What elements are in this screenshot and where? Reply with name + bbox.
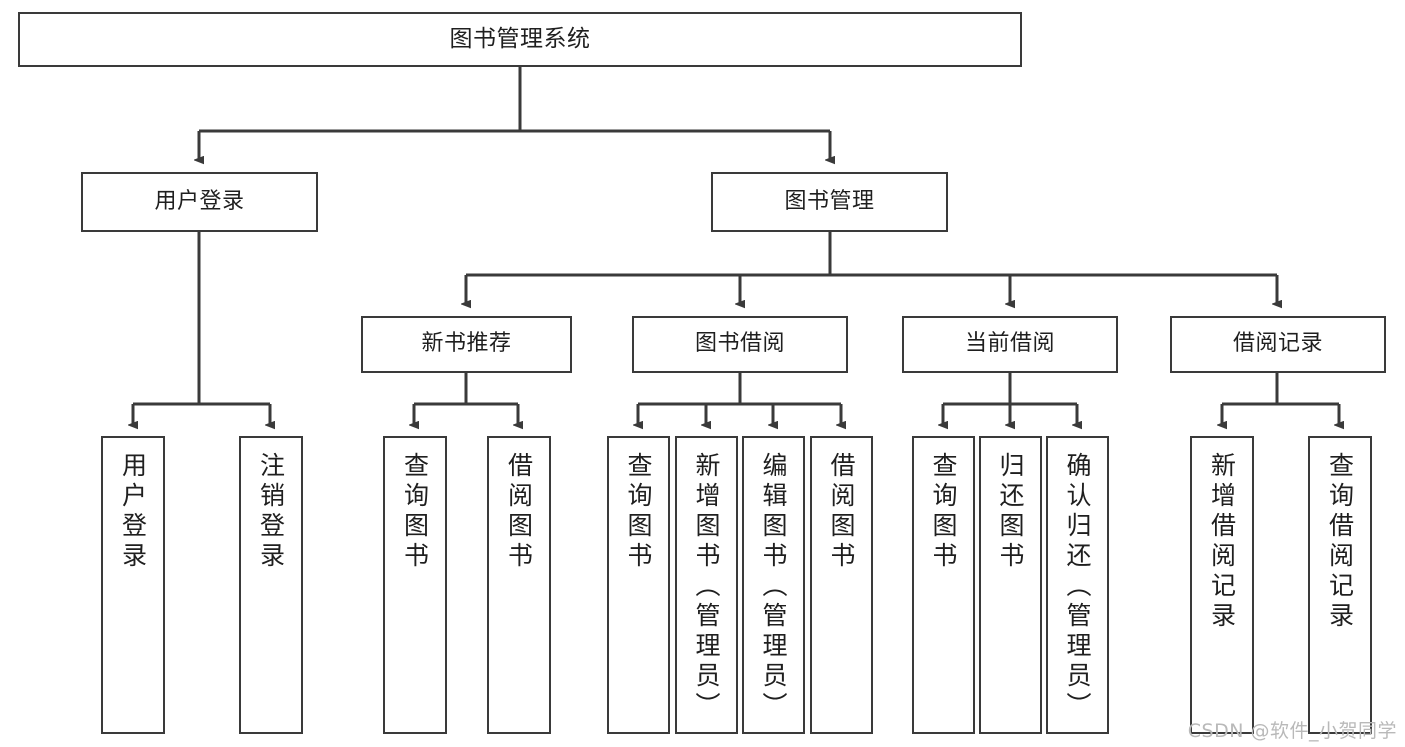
node-book-borrow[interactable]: 图书借阅: [632, 316, 848, 373]
leaf-edit-book[interactable]: 编辑图书（管理员）: [742, 436, 805, 734]
node-label: 用户登录: [118, 452, 148, 572]
leaf-confirm-return[interactable]: 确认归还（管理员）: [1046, 436, 1109, 734]
node-label: 编辑图书（管理员）: [759, 452, 788, 722]
node-label: 借阅图书: [504, 452, 534, 572]
leaf-user-login[interactable]: 用户登录: [101, 436, 165, 734]
node-label: 查询图书: [400, 452, 430, 572]
node-label: 借阅记录: [1232, 331, 1323, 357]
leaf-return-book[interactable]: 归还图书: [979, 436, 1042, 734]
node-root-book-management-system[interactable]: 图书管理系统: [18, 12, 1022, 67]
node-label: 注销登录: [256, 452, 286, 572]
node-borrow-record[interactable]: 借阅记录: [1170, 316, 1386, 373]
leaf-logout-login[interactable]: 注销登录: [239, 436, 303, 734]
node-label: 查询借阅记录: [1325, 452, 1355, 632]
leaf-query-borrow-record[interactable]: 查询借阅记录: [1308, 436, 1372, 734]
node-new-book-recommend[interactable]: 新书推荐: [361, 316, 572, 373]
node-label: 归还图书: [996, 452, 1025, 572]
node-label: 新增图书（管理员）: [692, 452, 721, 722]
node-label: 新书推荐: [421, 331, 512, 357]
watermark: CSDN @软件_小贺同学: [1187, 720, 1397, 742]
node-label: 图书管理系统: [449, 25, 591, 52]
leaf-query-book-1[interactable]: 查询图书: [383, 436, 447, 734]
node-current-borrow[interactable]: 当前借阅: [902, 316, 1118, 373]
node-book-management[interactable]: 图书管理: [711, 172, 948, 232]
node-user-login[interactable]: 用户登录: [81, 172, 318, 232]
leaf-add-book[interactable]: 新增图书（管理员）: [675, 436, 738, 734]
leaf-borrow-book-1[interactable]: 借阅图书: [487, 436, 551, 734]
node-label: 用户登录: [154, 188, 245, 214]
node-label: 借阅图书: [827, 452, 856, 572]
node-label: 确认归还（管理员）: [1063, 452, 1092, 722]
leaf-borrow-book-2[interactable]: 借阅图书: [810, 436, 873, 734]
node-label: 查询图书: [929, 452, 958, 572]
leaf-add-borrow-record[interactable]: 新增借阅记录: [1190, 436, 1254, 734]
leaf-query-book-2[interactable]: 查询图书: [607, 436, 670, 734]
node-label: 查询图书: [624, 452, 653, 572]
node-label: 新增借阅记录: [1207, 452, 1237, 632]
node-label: 图书借阅: [694, 331, 785, 357]
leaf-query-book-3[interactable]: 查询图书: [912, 436, 975, 734]
node-label: 当前借阅: [964, 331, 1055, 357]
node-label: 图书管理: [784, 188, 875, 214]
